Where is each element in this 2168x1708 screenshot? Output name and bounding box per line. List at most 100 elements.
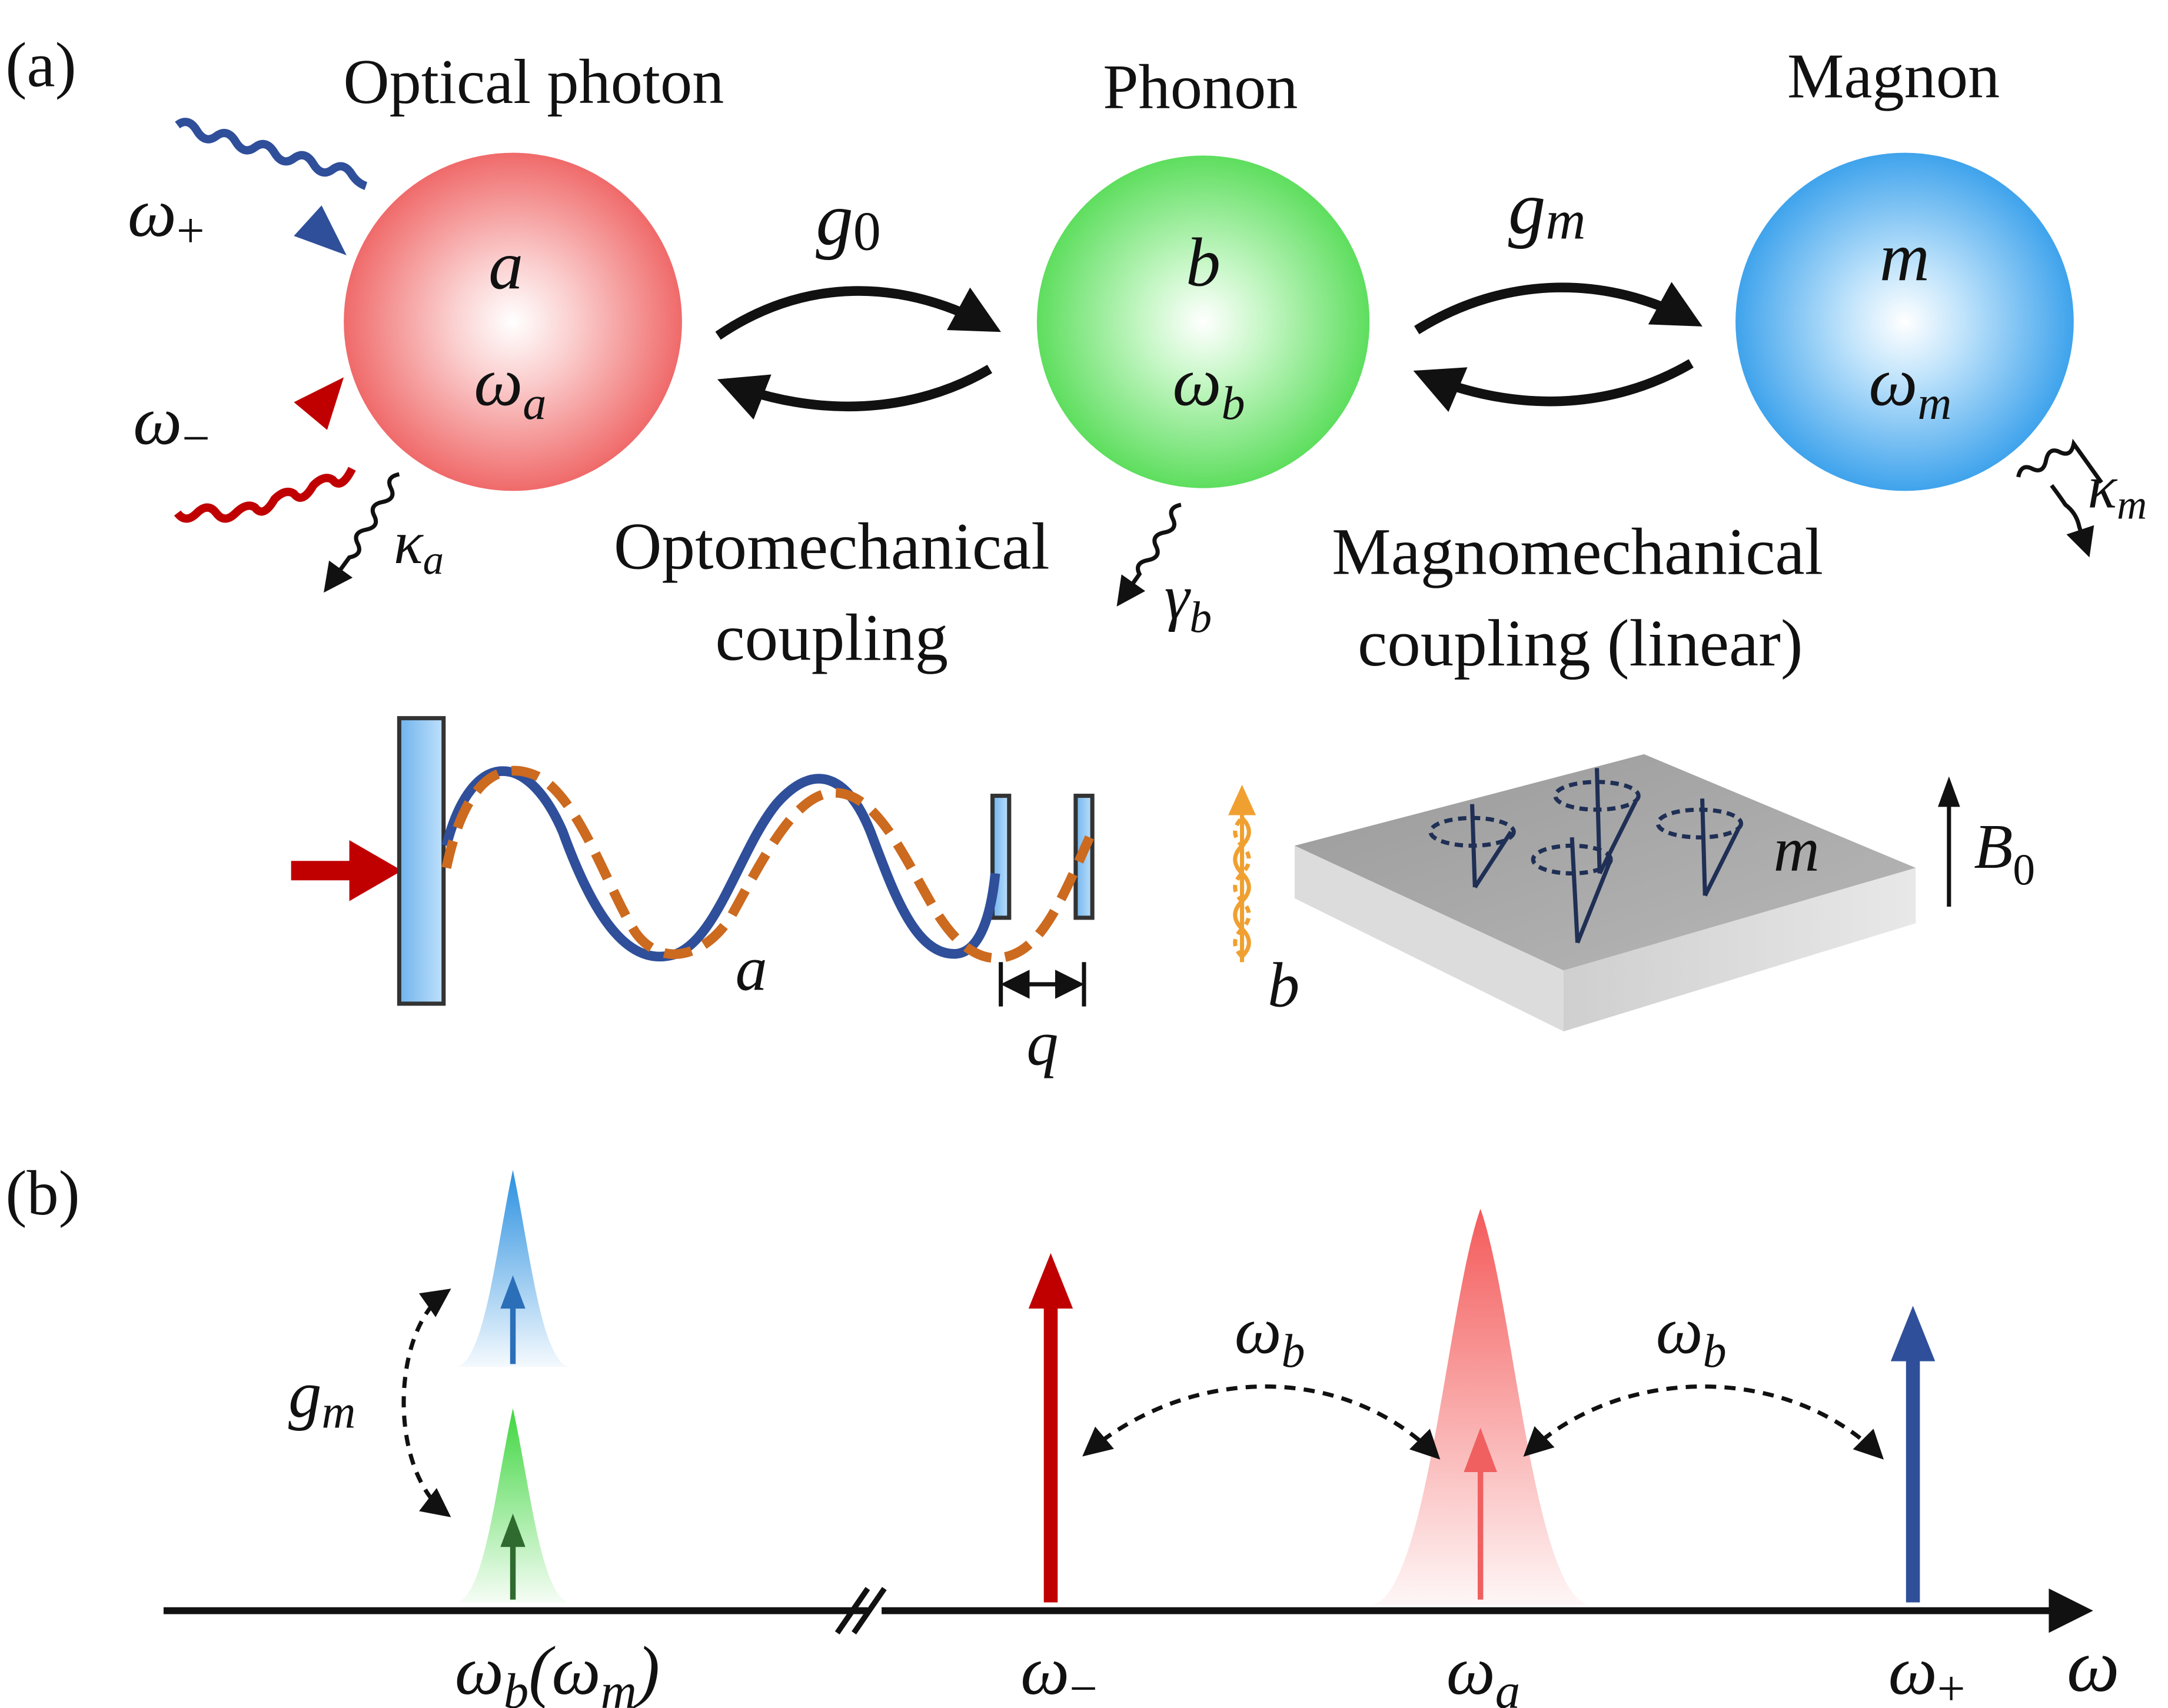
axis-symbol: ω bbox=[2067, 1624, 2120, 1707]
axis-break-1 bbox=[834, 1587, 870, 1634]
gm-exchange-arrow bbox=[401, 1289, 451, 1517]
magnon-frequency-sub: m bbox=[1918, 378, 1952, 430]
magnon-frequency-base: ω bbox=[1868, 344, 1917, 420]
bias-field-label: B0 bbox=[1974, 811, 2035, 894]
phonon-frequency-sub: b bbox=[1222, 378, 1245, 430]
drive-plus-wavy-arrow bbox=[175, 118, 368, 190]
cavity-field-solid bbox=[441, 766, 1000, 962]
input-laser-arrowhead bbox=[349, 840, 403, 901]
phonon-frequency: ωb bbox=[1172, 344, 1245, 430]
frequency-axis-arrowhead bbox=[2049, 1588, 2093, 1633]
tick-low-base: ω bbox=[455, 1633, 504, 1708]
phonon-peak bbox=[457, 1408, 568, 1603]
tick-plus-base: ω bbox=[1888, 1633, 1937, 1708]
optical-frequency-sub: a bbox=[523, 378, 546, 430]
drive-plus-arrowhead bbox=[294, 205, 347, 255]
gm-b-label: gm bbox=[288, 1358, 355, 1439]
tick-low-label: ωb(ωm) bbox=[455, 1633, 660, 1708]
magnon-title: Magnon bbox=[1787, 41, 2000, 111]
g0-forward-arrow bbox=[715, 286, 1002, 340]
gamma-b-loss-wiggle bbox=[1116, 502, 1182, 607]
spin-4-vector bbox=[1700, 798, 1707, 896]
tick-a-sub: a bbox=[1495, 1663, 1520, 1708]
spin-3-precess-line bbox=[1575, 858, 1613, 944]
phonon-label: b bbox=[1268, 950, 1299, 1021]
bias-field-arrowhead bbox=[1937, 776, 1960, 807]
kappa-a-label: κa bbox=[394, 510, 444, 584]
g0-sub: 0 bbox=[853, 201, 881, 262]
spin-2-precess-line bbox=[1598, 800, 1638, 875]
phonon-arrowhead bbox=[1228, 784, 1256, 815]
gamma-b-base: γ bbox=[1165, 562, 1192, 632]
optomechanical-line1: Optomechanical bbox=[614, 510, 1050, 583]
spin-3 bbox=[1531, 837, 1613, 944]
optomechanical-line2: coupling bbox=[715, 601, 948, 675]
g0-base: g bbox=[816, 178, 853, 261]
kappa-a-loss-wiggle bbox=[324, 472, 400, 593]
drive-minus-label: ω− bbox=[133, 382, 210, 466]
optical-frequency-base: ω bbox=[474, 344, 523, 420]
bias-field-base: B bbox=[1974, 811, 2013, 882]
g0-label: g0 bbox=[816, 178, 881, 262]
axis-break-2 bbox=[852, 1587, 887, 1634]
omega-b-left-base: ω bbox=[1235, 1294, 1282, 1367]
magnon-peak-arrowhead bbox=[500, 1275, 526, 1309]
tick-a-base: ω bbox=[1447, 1633, 1495, 1708]
phonon-title: Phonon bbox=[1103, 52, 1298, 122]
drive-minus-line-head bbox=[1028, 1253, 1073, 1309]
drive-plus-base: ω bbox=[128, 175, 177, 251]
tick-minus-label: ω− bbox=[1020, 1633, 1098, 1708]
drive-minus-base: ω bbox=[133, 382, 182, 459]
magnon-operator: m bbox=[1880, 219, 1930, 295]
magnon-frequency: ωm bbox=[1868, 344, 1951, 430]
cavity-peak-arrowhead bbox=[1464, 1427, 1497, 1473]
phonon-wave-solid bbox=[1233, 816, 1251, 958]
gm-sub: m bbox=[1546, 190, 1586, 251]
displacement-label: q bbox=[1026, 1008, 1058, 1079]
omega-b-left-arrow bbox=[1082, 1384, 1441, 1460]
tick-a-label: ωa bbox=[1447, 1633, 1521, 1708]
tick-low-paren: (ω bbox=[528, 1633, 600, 1708]
g0-backward-arrow bbox=[717, 364, 993, 420]
tick-minus-base: ω bbox=[1020, 1633, 1069, 1708]
spin-2 bbox=[1553, 768, 1641, 875]
omega-b-left-sub: b bbox=[1282, 1326, 1305, 1377]
omega-b-right-sub: b bbox=[1703, 1326, 1727, 1377]
cavity-mode-label: a bbox=[736, 933, 767, 1004]
tick-plus-sub: + bbox=[1937, 1661, 1966, 1708]
yig-slab-side-front bbox=[1564, 868, 1916, 1032]
kappa-m-sub: m bbox=[2117, 482, 2147, 528]
magnomechanical-line1: Magnomechanical bbox=[1332, 515, 1823, 589]
gamma-b-sub: b bbox=[1189, 594, 1212, 642]
optical-photon-sphere bbox=[344, 152, 682, 491]
omega-b-right-arrow bbox=[1523, 1384, 1884, 1460]
tick-low-sub1: b bbox=[504, 1663, 528, 1708]
optical-photon-title: Optical photon bbox=[343, 46, 724, 117]
spin-4-precession bbox=[1655, 807, 1744, 840]
spin-1 bbox=[1428, 804, 1516, 888]
drive-minus-arrowhead bbox=[294, 377, 344, 430]
kappa-m-label: κm bbox=[2087, 454, 2147, 528]
magnon-label: m bbox=[1774, 814, 1820, 885]
gm-forward-arrow bbox=[1414, 282, 1703, 335]
tick-plus-label: ω+ bbox=[1888, 1633, 1966, 1708]
fixed-mirror bbox=[397, 716, 446, 1006]
phonon-peak-arrowhead bbox=[500, 1513, 526, 1547]
gm-b-sub: m bbox=[321, 1387, 355, 1439]
spin-4-precess-line bbox=[1703, 828, 1740, 897]
spin-4 bbox=[1655, 798, 1744, 897]
drive-plus-sub: + bbox=[177, 203, 205, 258]
magnomechanical-line2: coupling (linear) bbox=[1358, 607, 1803, 680]
kappa-a-base: κ bbox=[394, 510, 424, 577]
magnon-peak bbox=[457, 1170, 568, 1367]
magnon-sphere bbox=[1735, 152, 2074, 491]
spin-3-vector bbox=[1570, 837, 1580, 943]
spin-1-vector bbox=[1470, 804, 1477, 888]
panel-a-label: (a) bbox=[5, 30, 76, 101]
drive-plus-label: ω+ bbox=[128, 175, 205, 258]
spin-2-vector bbox=[1595, 768, 1602, 874]
bias-field-sub: 0 bbox=[2013, 845, 2035, 894]
phonon-sphere bbox=[1036, 155, 1370, 488]
kappa-m-base: κ bbox=[2087, 454, 2117, 521]
